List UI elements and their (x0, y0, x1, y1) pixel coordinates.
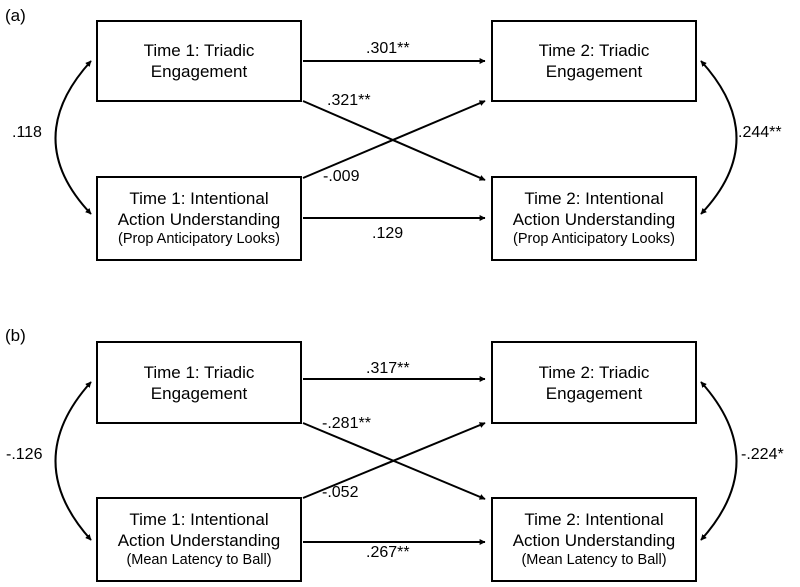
panel-a-action-stability-coef: .129 (372, 225, 404, 242)
panel-b-t1-triadic-box: Time 1: Triadic Engagement (96, 341, 302, 424)
panel-a-triadic-to-action-coef: .321** (327, 92, 371, 109)
node-line: (Mean Latency to Ball) (126, 552, 272, 568)
node-line: (Prop Anticipatory Looks) (513, 231, 675, 247)
panel-a-t2-triadic-box: Time 2: Triadic Engagement (491, 20, 697, 102)
node-line: (Prop Anticipatory Looks) (118, 231, 280, 247)
panel-a-label: (a) (5, 6, 26, 25)
panel-b-action-to-triadic-coef: -.052 (322, 484, 359, 501)
node-line: Engagement (150, 62, 248, 81)
panel-a-triadic-stability-coef: .301** (366, 40, 410, 57)
node-line: Time 2: Intentional (524, 189, 664, 208)
node-line: Time 1: Triadic (143, 362, 255, 382)
node-line: Engagement (150, 383, 248, 403)
node-line: (Mean Latency to Ball) (521, 552, 667, 568)
node-line: Action Understanding (117, 531, 281, 550)
panel-a-t2-covariance-coef: .244** (738, 124, 782, 141)
panel-b-t2-action-box: Time 2: Intentional Action Understanding… (491, 497, 697, 582)
node-line: Time 2: Intentional (524, 510, 664, 529)
panel-b-label: (b) (5, 326, 26, 345)
panel-b-triadic-to-action-coef: -.281** (322, 415, 371, 432)
panel-b-t1-covariance-arrow (54, 381, 92, 541)
node-line: Time 2: Triadic (538, 41, 650, 60)
panel-b-t1-covariance-coef: -.126 (6, 446, 43, 463)
node-line: Time 1: Intentional (129, 189, 269, 208)
panel-a-t2-covariance-arrow (700, 60, 738, 215)
panel-a-t1-triadic-box: Time 1: Triadic Engagement (96, 20, 302, 102)
node-line: Action Understanding (512, 210, 676, 229)
node-line: Time 2: Triadic (538, 362, 650, 382)
node-line: Time 1: Triadic (143, 41, 255, 60)
panel-a-action-to-triadic-coef: -.009 (323, 168, 360, 185)
panel-a-action-to-triadic-arrow (302, 100, 486, 179)
panel-b-t2-covariance-arrow (700, 381, 738, 541)
node-line: Action Understanding (117, 210, 281, 229)
node-line: Time 1: Intentional (129, 510, 269, 529)
panel-b-t2-triadic-box: Time 2: Triadic Engagement (491, 341, 697, 424)
panel-b-triadic-stability-coef: .317** (366, 360, 410, 377)
panel-a-t1-covariance-arrow (54, 60, 92, 215)
node-line: Action Understanding (512, 531, 676, 550)
node-line: Engagement (545, 62, 643, 81)
panel-a-t1-action-box: Time 1: Intentional Action Understanding… (96, 176, 302, 261)
panel-b-action-stability-coef: .267** (366, 544, 410, 561)
panel-b-t1-action-box: Time 1: Intentional Action Understanding… (96, 497, 302, 582)
panel-a-t1-covariance-coef: .118 (12, 124, 42, 141)
panel-a-t2-action-box: Time 2: Intentional Action Understanding… (491, 176, 697, 261)
panel-b-t2-covariance-coef: -.224* (741, 446, 784, 463)
node-line: Engagement (545, 383, 643, 403)
panel-b-action-to-triadic-arrow (302, 422, 486, 499)
